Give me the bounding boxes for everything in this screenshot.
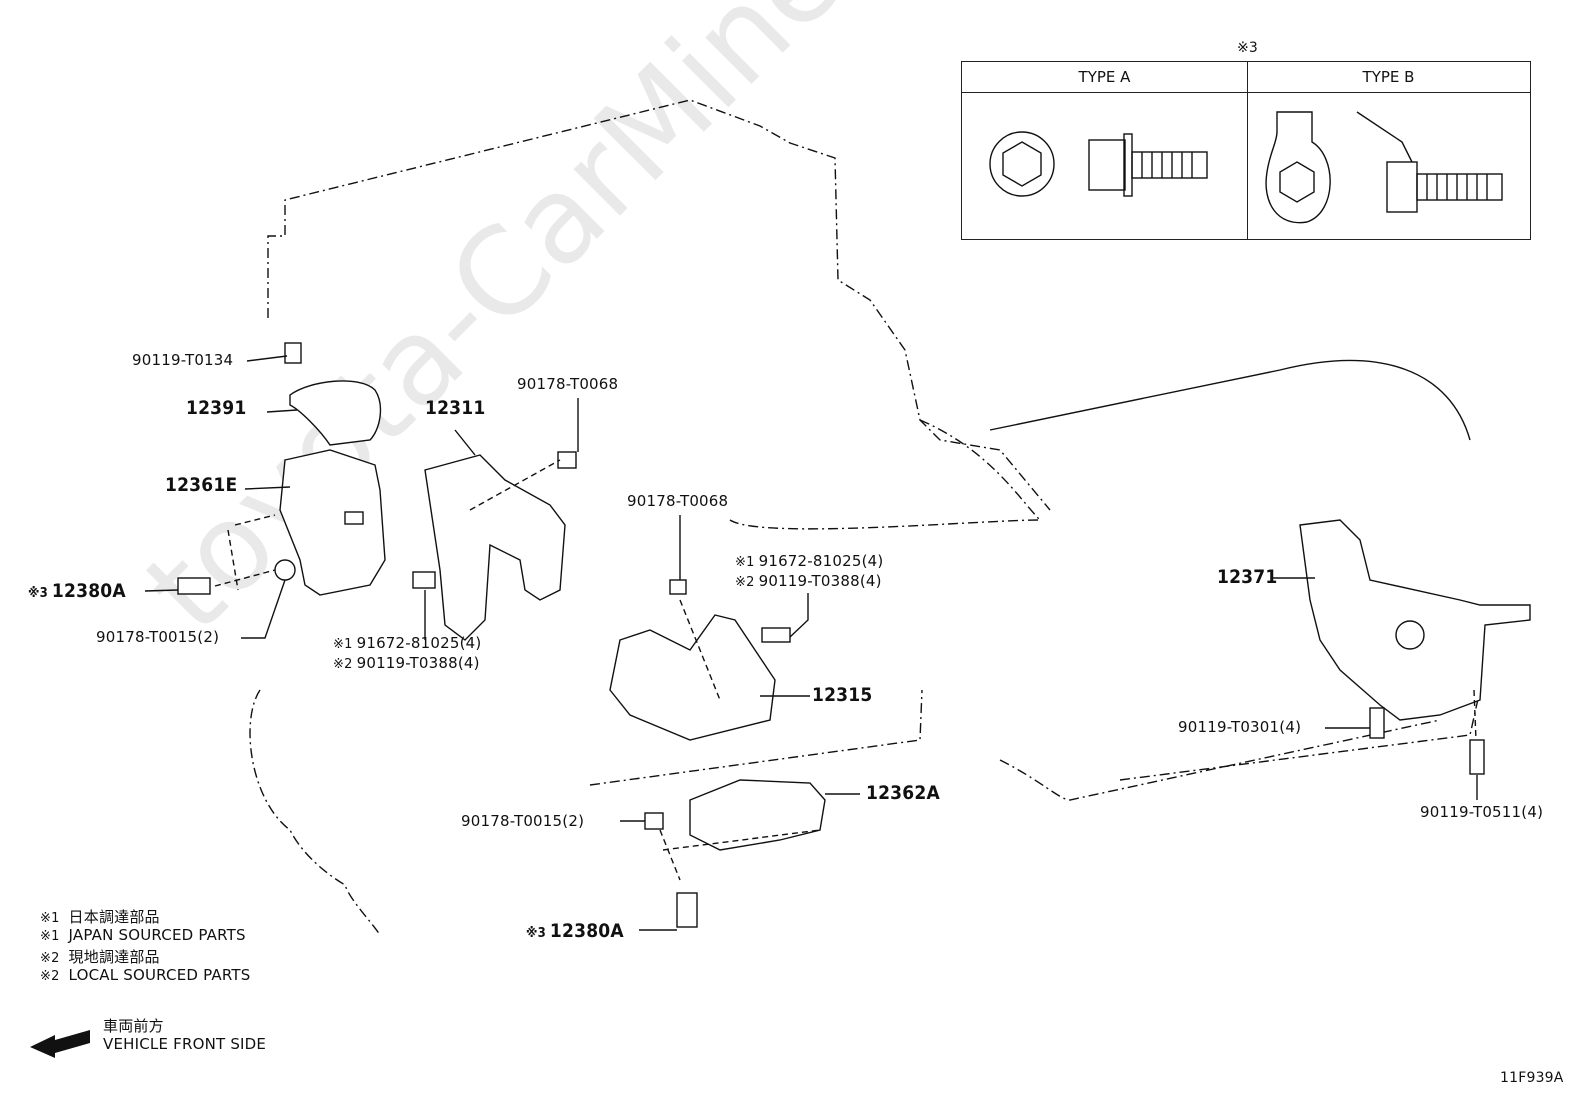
bolt-91672-left xyxy=(412,571,436,589)
label-12311: 12311 xyxy=(425,397,486,419)
type-b-bolt-shank-icon xyxy=(1416,173,1503,201)
transmission-outline-lower-2 xyxy=(1119,689,1481,781)
type-b-header: TYPE B xyxy=(1247,62,1530,93)
part-12311-shape xyxy=(424,454,566,641)
transmission-outline xyxy=(989,359,1471,441)
note-2-en: ※2 LOCAL SOURCED PARTS xyxy=(40,966,251,984)
engine-outline-front xyxy=(249,689,381,936)
part-12371-shape xyxy=(1299,519,1531,721)
direction-en: VEHICLE FRONT SIDE xyxy=(103,1035,267,1053)
label-90119-T0301: 90119-T0301(4) xyxy=(1178,718,1302,736)
engine-outline-lower xyxy=(729,419,1042,530)
part-12371-boss xyxy=(1395,620,1425,650)
label-90178-T0015-left: 90178-T0015(2) xyxy=(96,628,220,646)
label-12315: 12315 xyxy=(812,684,873,706)
nut-90178-T0015-left xyxy=(274,559,296,581)
part-12362A-shape xyxy=(689,779,826,851)
figure-code: 11F939A xyxy=(1500,1070,1564,1086)
note-2-jp: ※2 現地調達部品 xyxy=(40,948,160,966)
label-90119-T0511: 90119-T0511(4) xyxy=(1420,803,1544,821)
part-12391-shape xyxy=(289,380,382,446)
type-b-hex-head-icon xyxy=(1279,161,1315,203)
nut-90178-T0068-mid xyxy=(669,579,687,595)
note-1-jp: ※1 日本調達部品 xyxy=(40,908,160,926)
bolt-90119-T0301 xyxy=(1369,707,1385,739)
part-12361E-slot xyxy=(344,511,364,525)
type-a-bolt-head-icon xyxy=(1088,139,1126,191)
type-b-bracket-icon xyxy=(1265,111,1331,224)
label-90178-T0068-top: 90178-T0068 xyxy=(517,375,619,393)
type-b-tab-icon xyxy=(1356,111,1413,163)
label-12371: 12371 xyxy=(1217,566,1278,588)
label-12361E: 12361E xyxy=(165,474,238,496)
transmission-outline-lower xyxy=(999,719,1441,801)
nut-90178-T0015-bottom xyxy=(644,812,664,830)
type-a-hex-head-icon xyxy=(1002,141,1042,187)
part-12315-shape xyxy=(609,614,776,741)
bolt-12380A-left xyxy=(177,577,211,595)
legend-box-marker: ※3 xyxy=(1237,40,1259,56)
engine-outline xyxy=(267,99,1051,511)
label-90119-T0134: 90119-T0134 xyxy=(132,351,234,369)
engine-outline-base xyxy=(589,689,923,786)
label-12362A: 12362A xyxy=(866,782,940,804)
fastener-type-drawings xyxy=(989,111,1503,224)
bolt-90119-T0134 xyxy=(284,342,302,364)
bolt-91672-mid xyxy=(761,627,791,643)
note-1-en: ※1 JAPAN SOURCED PARTS xyxy=(40,926,246,944)
label-12391: 12391 xyxy=(186,397,247,419)
arrow-left-icon xyxy=(30,1030,90,1058)
direction-jp: 車両前方 xyxy=(103,1017,164,1035)
type-b-bolt-head-icon xyxy=(1386,161,1418,213)
part-12361E-shape xyxy=(279,449,386,596)
fastener-type-box: TYPE A TYPE B xyxy=(961,61,1531,240)
type-a-bolt-shank-icon xyxy=(1131,151,1208,179)
bolt-90119-T0511 xyxy=(1469,739,1485,775)
type-a-washer-icon xyxy=(989,131,1055,197)
bolt-12380A-bottom xyxy=(676,892,698,928)
nut-90178-T0068-top xyxy=(557,451,577,469)
label-90178-T0015-bottom: 90178-T0015(2) xyxy=(461,812,585,830)
label-90178-T0068-mid: 90178-T0068 xyxy=(627,492,729,510)
